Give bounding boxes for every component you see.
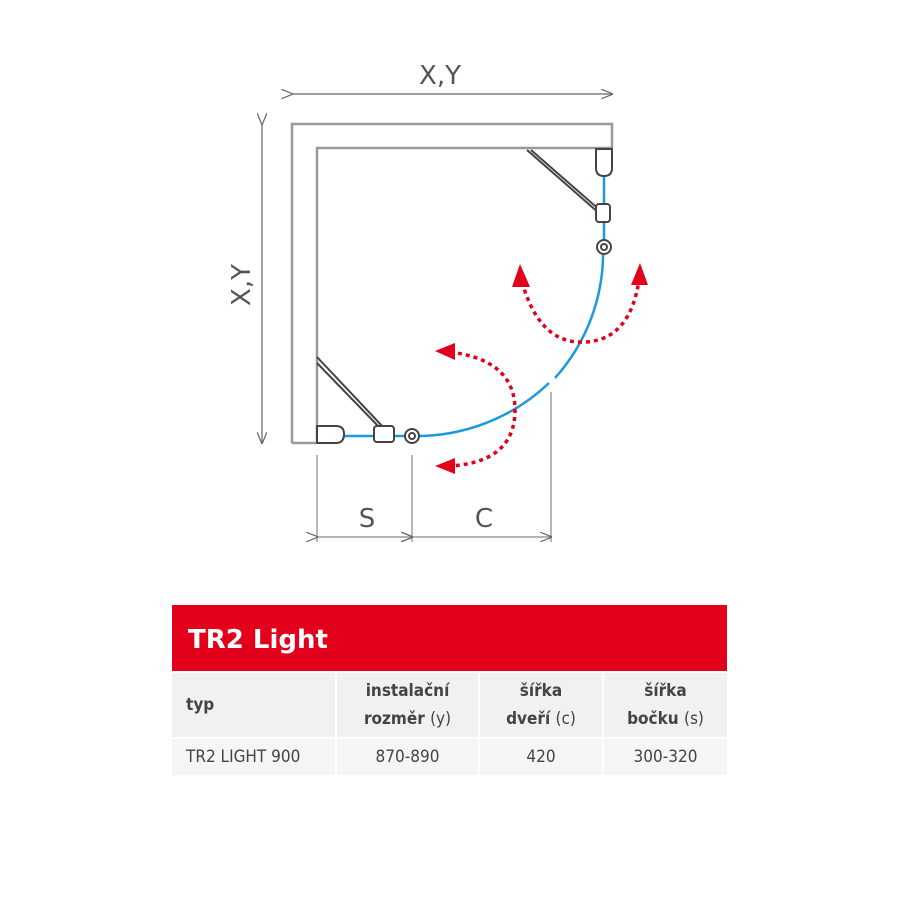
cell-installation-size: 870-890 bbox=[337, 739, 478, 775]
arrow-heads bbox=[435, 263, 648, 474]
cell-type: TR2 LIGHT 900 bbox=[172, 739, 335, 775]
header-typ: typ bbox=[172, 673, 335, 737]
shower-plan-diagram: X,Y X,Y S C bbox=[227, 61, 648, 542]
table-title: TR2 Light bbox=[172, 605, 727, 671]
swing-arrow-left bbox=[449, 350, 517, 468]
dim-s-label: S bbox=[359, 504, 376, 534]
cell-side-width: 300-320 bbox=[604, 739, 727, 775]
door-swing-arrows bbox=[449, 279, 641, 468]
dimension-left: X,Y bbox=[227, 124, 262, 443]
cell-door-width: 420 bbox=[480, 739, 602, 775]
dim-top-label: X,Y bbox=[419, 61, 461, 91]
walls bbox=[290, 122, 614, 445]
dimension-top: X,Y bbox=[292, 61, 612, 94]
dim-c-label: C bbox=[475, 504, 493, 534]
dimension-bottom bbox=[317, 392, 551, 542]
fittings bbox=[316, 148, 613, 444]
dim-left-label: X,Y bbox=[227, 264, 257, 306]
swing-arrow-right bbox=[520, 279, 641, 344]
glass-panels bbox=[343, 175, 606, 438]
table-row: TR2 LIGHT 900 870-890 420 300-320 bbox=[172, 739, 727, 775]
